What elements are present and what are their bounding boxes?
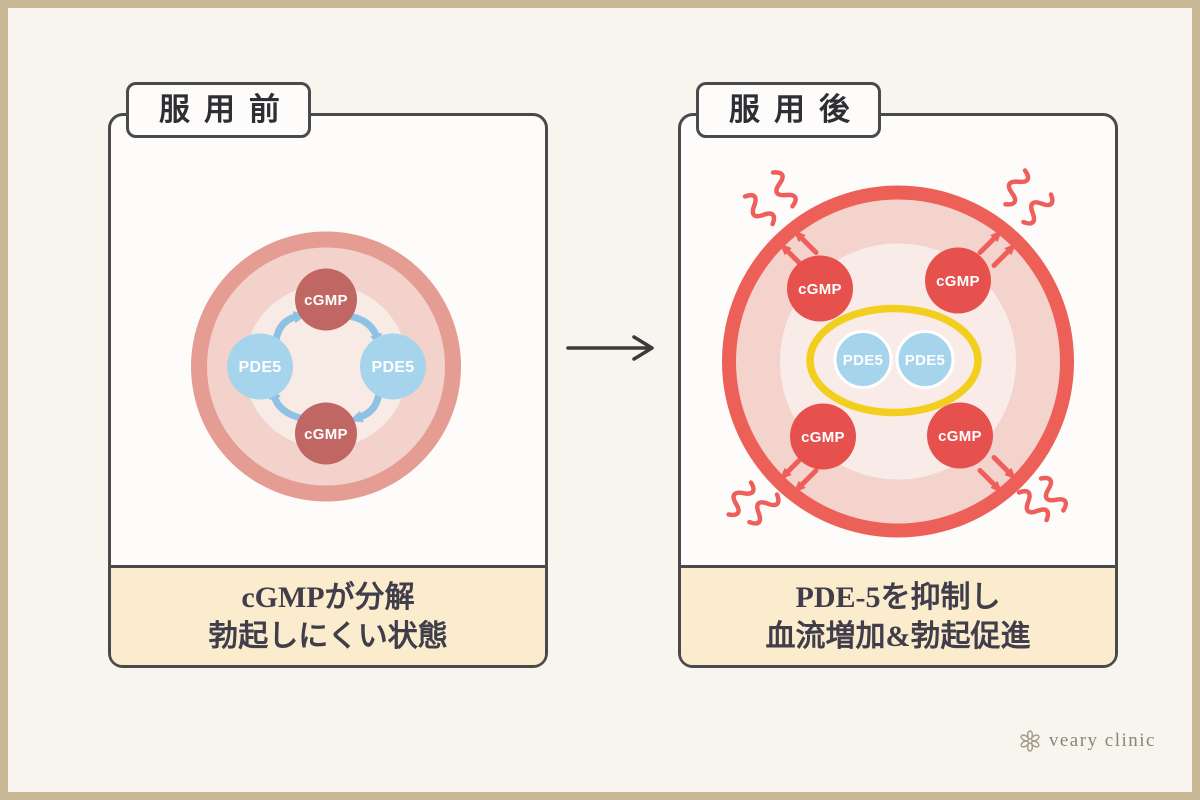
pde5-molecule: PDE5 — [360, 333, 426, 400]
squiggle — [1000, 167, 1031, 208]
outflow-arrow — [779, 455, 805, 480]
cycle-arrow-nw — [272, 311, 308, 344]
cycle-arrow-sw — [269, 384, 307, 422]
caption-after: PDE-5を抑制し 血流増加&勃起促進 — [681, 565, 1115, 665]
brand-logo-text: veary clinic — [1048, 730, 1156, 751]
pde5-circle — [895, 330, 955, 389]
cgmp-molecule: cGMP — [790, 403, 856, 470]
brand-logo: veary clinic — [1019, 730, 1156, 752]
cgmp-label: cGMP — [798, 281, 842, 298]
outflow-arrow — [977, 468, 1003, 493]
outflow-arrow — [991, 243, 1017, 268]
pde5-label: PDE5 — [905, 352, 945, 369]
cgmp-label: cGMP — [304, 292, 348, 309]
cgmp-circle — [927, 402, 993, 469]
panel-before-title: 服用前 — [159, 92, 294, 127]
right-arrow-icon — [566, 335, 654, 361]
squiggle — [767, 169, 798, 210]
cgmp-label: cGMP — [304, 426, 348, 443]
panel-after-title: 服用後 — [729, 92, 864, 127]
cgmp-molecule: cGMP — [927, 402, 993, 469]
squiggle — [740, 192, 777, 229]
right-arrow-shape — [566, 335, 654, 361]
caption-before-line1: cGMPが分解 — [241, 580, 415, 614]
pde5-circle — [833, 330, 893, 389]
pde5-molecule: PDE5 — [227, 333, 293, 400]
caption-before-line2: 勃起しにくい状態 — [208, 619, 448, 653]
cgmp-label: cGMP — [801, 429, 845, 446]
cgmp-label: cGMP — [936, 273, 980, 290]
pde5-label: PDE5 — [371, 359, 414, 376]
inhibition-ring — [806, 304, 982, 417]
caption-before: cGMPが分解 勃起しにくい状態 — [111, 565, 545, 665]
outflow-arrow — [793, 468, 819, 493]
pde5-circle — [360, 333, 426, 400]
cgmp-molecule: cGMP — [295, 402, 357, 465]
cgmp-molecule: cGMP — [295, 268, 357, 331]
squiggle — [723, 479, 756, 519]
pde5-label: PDE5 — [843, 352, 883, 369]
pde5-molecule: PDE5 — [833, 330, 893, 389]
pde5-circle — [227, 333, 293, 400]
caption-after-line1: PDE-5を抑制し — [795, 580, 1001, 614]
panel-after-title-tab: 服用後 — [696, 82, 881, 138]
outflow-arrow — [793, 230, 819, 255]
cycle-arrow-ne — [347, 313, 382, 348]
cgmp-circle — [790, 403, 856, 470]
cgmp-molecule: cGMP — [925, 247, 991, 314]
pde5-label: PDE5 — [238, 359, 281, 376]
cgmp-label: cGMP — [938, 428, 982, 445]
vessel-diagram-after: cGMP cGMP cGMP cGMP PDE5 PDE5 — [681, 116, 1074, 538]
panel-before: 服用前 cGMP cGMP — [108, 82, 548, 668]
outflow-arrows — [779, 230, 1017, 493]
cgmp-circle — [925, 247, 991, 314]
cgmp-circle — [295, 402, 357, 465]
panel-before-title-tab: 服用前 — [126, 82, 311, 138]
flower-icon — [1020, 730, 1040, 752]
outflow-arrow — [991, 455, 1017, 480]
pde5-molecule: PDE5 — [895, 330, 955, 389]
cgmp-circle — [787, 255, 853, 322]
vessel-diagram-before: cGMP cGMP PDE5 PDE5 — [191, 231, 461, 502]
squiggle — [1019, 190, 1056, 227]
panel-after: 服用後 — [678, 82, 1118, 668]
cgmp-circle — [295, 268, 357, 331]
cycle-arrows — [269, 311, 383, 423]
cgmp-molecule: cGMP — [787, 255, 853, 322]
caption-after-line2: 血流増加&勃起促進 — [765, 619, 1031, 653]
outflow-arrow — [977, 230, 1003, 255]
